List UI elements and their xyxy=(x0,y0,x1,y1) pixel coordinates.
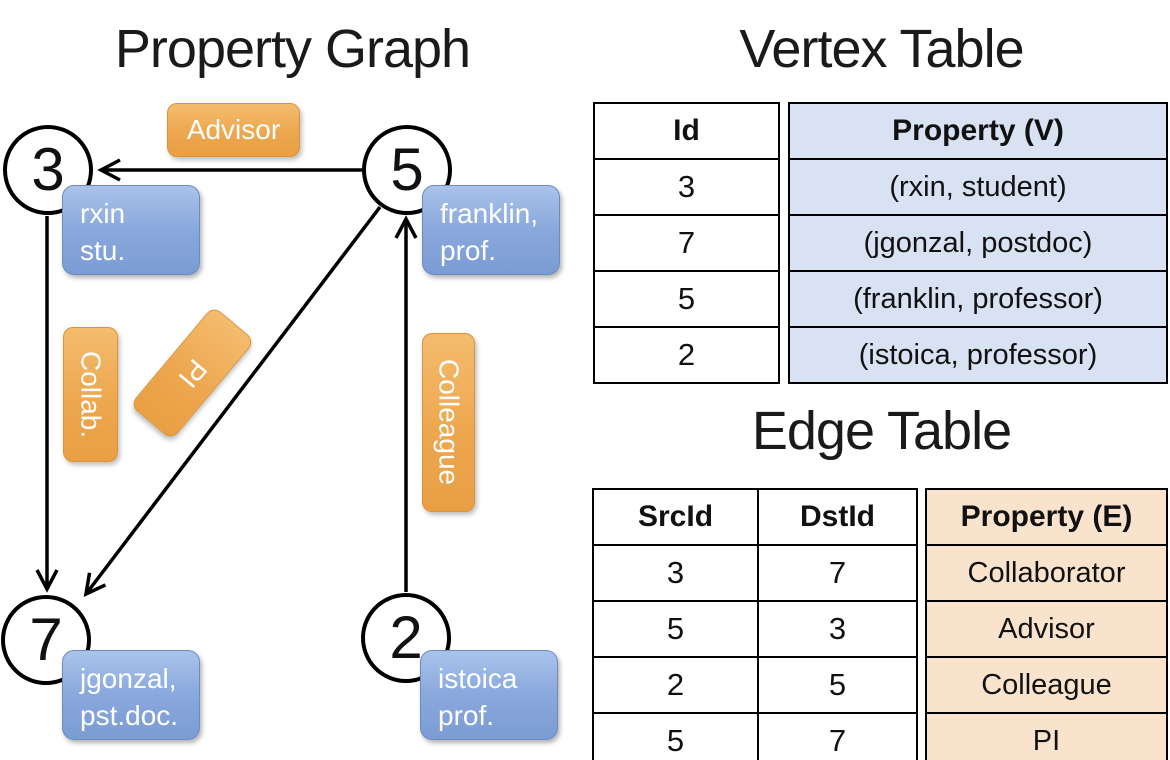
edge-dst-cell: 5 xyxy=(757,656,918,714)
vertex-id-table: Id 3 7 5 2 xyxy=(593,102,780,384)
vertex-property-line: prof. xyxy=(440,234,497,266)
column-header-srcid: SrcId xyxy=(592,488,759,546)
node-id-label: 3 xyxy=(31,136,65,203)
vertex-property-cell: (istoica, professor) xyxy=(788,326,1168,384)
edge-src-cell: 5 xyxy=(592,600,759,658)
column-header-property-v: Property (V) xyxy=(788,102,1168,160)
node-id-label: 2 xyxy=(389,604,423,671)
column-header-id: Id xyxy=(593,102,780,160)
edge-src-cell: 3 xyxy=(592,544,759,602)
edge-dst-cell: 7 xyxy=(757,544,918,602)
vertex-table-title: Vertex Table xyxy=(739,19,1024,79)
vertex-property-box-7: jgonzal, pst.doc. xyxy=(62,650,200,740)
vertex-id-cell: 7 xyxy=(593,214,780,272)
graph-node-5: 5 xyxy=(362,125,452,215)
edge-label-collab: Collab. xyxy=(63,327,118,462)
edge-src-cell: 2 xyxy=(592,656,759,714)
vertex-property-line: pst.doc. xyxy=(80,699,179,731)
graph-edges-svg xyxy=(35,158,418,597)
edge-property-table: Property (E) Collaborator Advisor Collea… xyxy=(925,488,1168,760)
vertex-property-line: franklin, xyxy=(440,198,539,229)
edge-dst-cell: 3 xyxy=(757,600,918,658)
node-id-label: 7 xyxy=(29,606,63,673)
edge-property-cell: Colleague xyxy=(925,656,1168,714)
vertex-property-cell: (franklin, professor) xyxy=(788,270,1168,328)
edge-line-pi-5-to-7 xyxy=(83,205,382,597)
vertex-property-table: Property (V) (rxin, student) (jgonzal, p… xyxy=(788,102,1168,384)
edge-property-cell: Collaborator xyxy=(925,544,1168,602)
edge-property-cell: Advisor xyxy=(925,600,1168,658)
vertex-id-cell: 3 xyxy=(593,158,780,216)
column-header-property-e: Property (E) xyxy=(925,488,1168,546)
vertex-property-cell: (jgonzal, postdoc) xyxy=(788,214,1168,272)
vertex-id-cell: 2 xyxy=(593,326,780,384)
vertex-property-line: stu. xyxy=(80,234,126,266)
property-graph-title: Property Graph xyxy=(114,19,471,79)
vertex-property-box-2: istoica prof. xyxy=(420,650,558,740)
edge-label-colleague: Colleague xyxy=(422,333,475,512)
vertex-property-line: rxin xyxy=(80,198,126,229)
graph-node-2: 2 xyxy=(361,593,451,683)
vertex-property-box-5: franklin, prof. xyxy=(422,185,560,275)
column-header-dstid: DstId xyxy=(757,488,918,546)
node-id-label: 5 xyxy=(390,136,424,203)
vertex-property-line: jgonzal, xyxy=(80,663,177,694)
vertex-property-cell: (rxin, student) xyxy=(788,158,1168,216)
edge-table-title: Edge Table xyxy=(751,401,1012,461)
edge-dst-cell: 7 xyxy=(757,712,918,760)
edge-property-cell: PI xyxy=(925,712,1168,760)
vertex-property-line: prof. xyxy=(438,699,495,731)
edge-src-dst-table: SrcId DstId 3 7 5 3 2 5 5 7 xyxy=(592,488,918,760)
vertex-property-box-3: rxin stu. xyxy=(62,185,200,275)
edge-src-cell: 5 xyxy=(592,712,759,760)
edge-label-advisor: Advisor xyxy=(167,103,300,157)
vertex-property-line: istoica xyxy=(438,663,518,694)
vertex-id-cell: 5 xyxy=(593,270,780,328)
